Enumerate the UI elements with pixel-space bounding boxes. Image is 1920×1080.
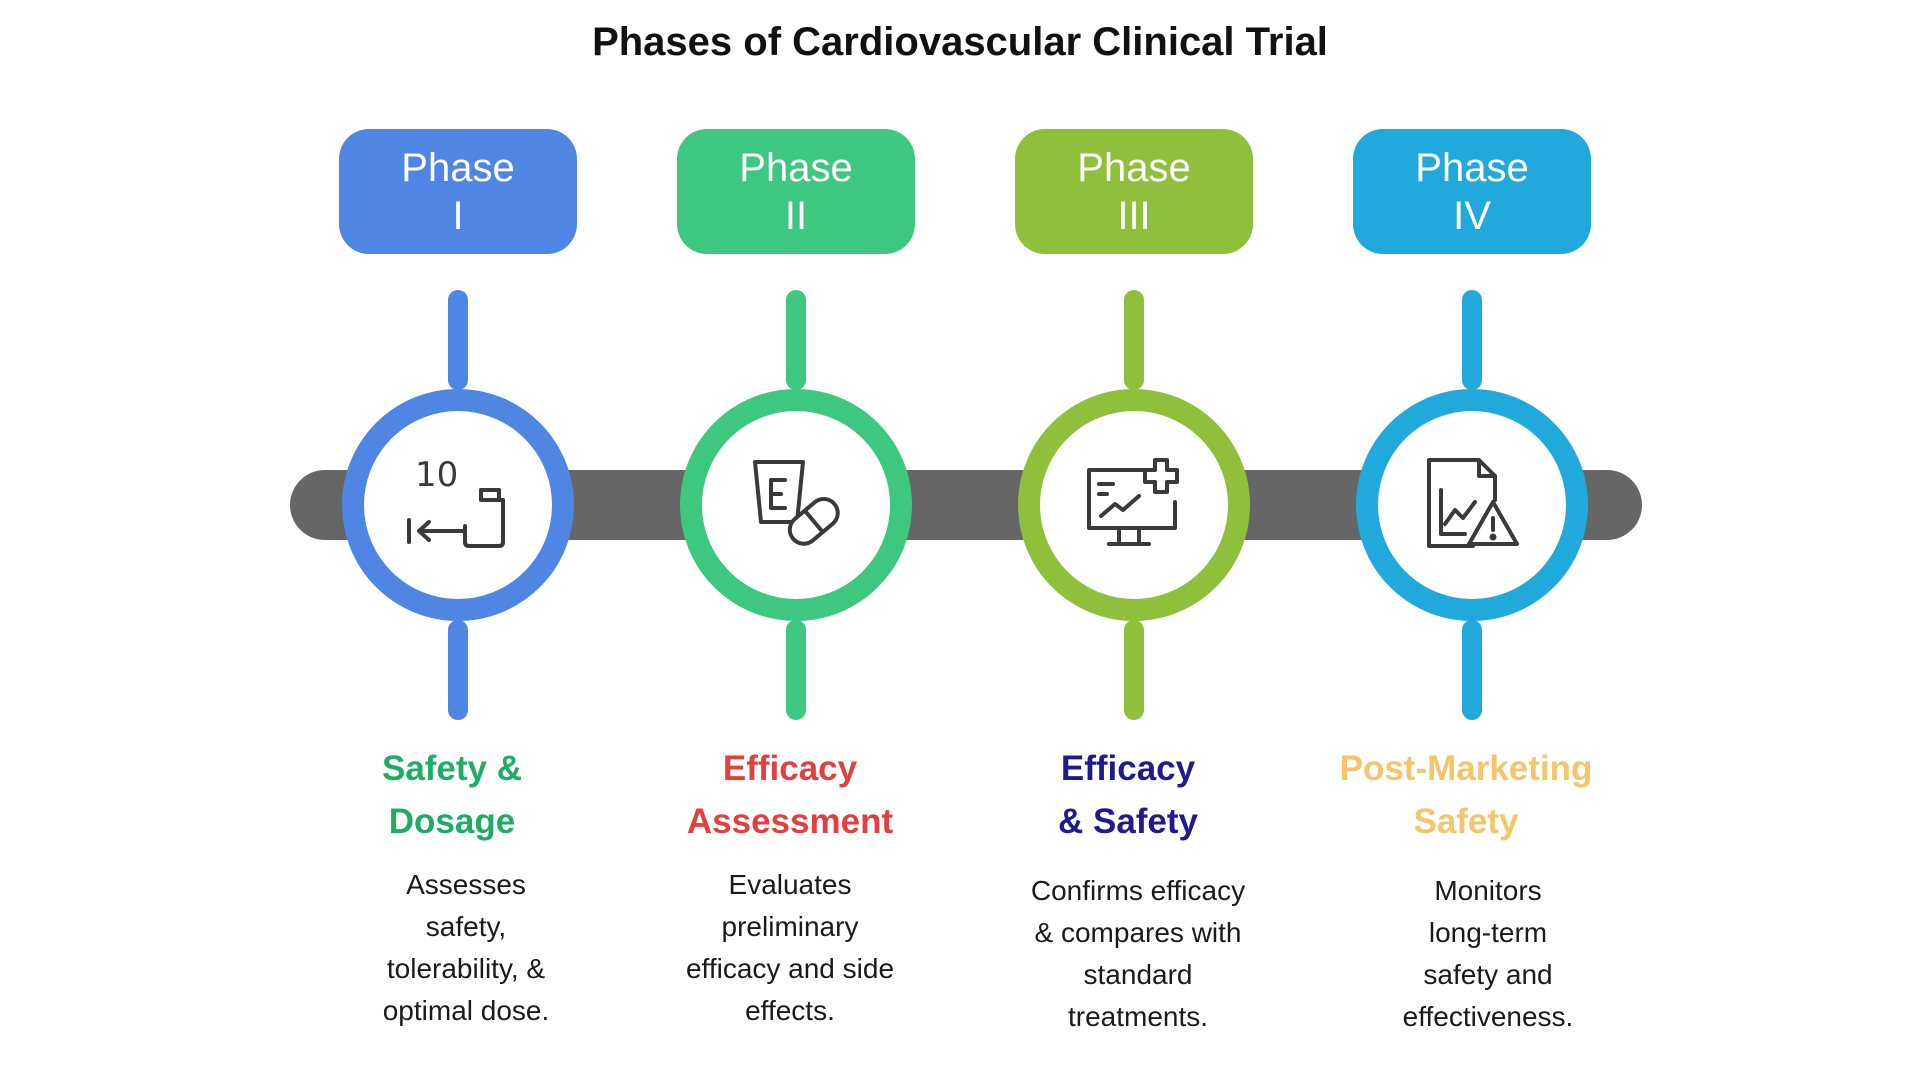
phase-3-heading-line1: Efficacy (1060, 749, 1196, 788)
phase-1-heading-line1: Safety & (381, 749, 523, 788)
phase-1-bottom-stem (448, 620, 468, 720)
phase-2-heading-line1: Efficacy (722, 749, 858, 788)
phase-3-desc-line1: Confirms efficacy (1030, 875, 1246, 906)
phase-2-desc-line1: Evaluates (728, 869, 852, 900)
phase-3-desc-line2: & compares with (1034, 917, 1242, 948)
phase-1-heading: Safety & Dosage (292, 742, 612, 848)
phase-3-heading-line2: & Safety (1057, 802, 1199, 841)
phase-2-top-stem (786, 290, 806, 390)
phase-column-3: Phase III Efficacy & Safety Confirms eff… (968, 0, 1288, 1080)
phase-2-heading: Efficacy Assessment (630, 742, 950, 848)
phase-1-top-stem (448, 290, 468, 390)
phase-2-label-line1: Phase (739, 145, 853, 190)
phase-column-2: Phase II Efficacy Assessment Evaluates p… (630, 0, 950, 1080)
page-title: Phases of Cardiovascular Clinical Trial (592, 20, 1328, 64)
report-warning-icon (1417, 450, 1527, 560)
phase-2-desc-line3: efficacy and side (685, 953, 895, 984)
phase-3-label-line1: Phase (1077, 145, 1191, 190)
phase-1-label-line2: I (452, 193, 464, 238)
phase-4-label-line1: Phase (1415, 145, 1529, 190)
phase-4-desc-line1: Monitors (1434, 875, 1542, 906)
dose-number: 10 (415, 455, 458, 495)
phase-4-ring (1356, 389, 1588, 621)
phase-4-heading-line2: Safety (1413, 802, 1519, 841)
phase-column-1: Phase I 10 Safety & Dosage Assesses safe… (292, 0, 612, 1080)
phase-1-badge: Phase I (339, 129, 577, 254)
phase-3-top-stem (1124, 290, 1144, 390)
phase-3-bottom-stem (1124, 620, 1144, 720)
phase-4-desc-line3: safety and (1423, 959, 1553, 990)
phase-2-heading-line2: Assessment (686, 802, 894, 841)
monitor-chart-plus-icon (1079, 450, 1189, 560)
phase-3-description: Confirms efficacy & compares with standa… (978, 870, 1298, 1038)
phase-4-bottom-stem (1462, 620, 1482, 720)
phase-4-badge: Phase IV (1353, 129, 1591, 254)
cup-and-pill-icon (741, 450, 851, 560)
dose-transfer-icon: 10 (403, 450, 513, 560)
phase-3-heading: Efficacy & Safety (968, 742, 1288, 848)
phase-column-4: Phase IV Post-Marketing Safety Monitors … (1306, 0, 1626, 1080)
phase-1-desc-line4: optimal dose. (382, 995, 550, 1026)
phase-2-desc-line2: preliminary (721, 911, 859, 942)
phase-1-desc-line2: safety, (425, 911, 507, 942)
phase-1-description: Assesses safety, tolerability, & optimal… (306, 864, 626, 1032)
phase-2-desc-line4: effects. (745, 995, 835, 1026)
phase-3-badge: Phase III (1015, 129, 1253, 254)
phase-4-heading: Post-Marketing Safety (1306, 742, 1626, 848)
phase-2-label-line2: II (784, 193, 808, 238)
phase-1-label-line1: Phase (401, 145, 515, 190)
phase-2-ring (680, 389, 912, 621)
phase-4-desc-line2: long-term (1428, 917, 1548, 948)
phase-4-desc-line4: effectiveness. (1402, 1001, 1574, 1032)
phase-3-label-line2: III (1117, 193, 1151, 238)
phase-4-label-line2: IV (1453, 193, 1491, 238)
phase-1-heading-line2: Dosage (388, 802, 516, 841)
phase-3-desc-line3: standard (1083, 959, 1193, 990)
phase-1-desc-line1: Assesses (406, 869, 526, 900)
phase-2-description: Evaluates preliminary efficacy and side … (630, 864, 950, 1032)
phase-1-desc-line3: tolerability, & (386, 953, 546, 984)
phase-1-ring: 10 (342, 389, 574, 621)
phase-3-desc-line4: treatments. (1067, 1001, 1209, 1032)
phase-4-top-stem (1462, 290, 1482, 390)
phase-2-bottom-stem (786, 620, 806, 720)
phase-2-badge: Phase II (677, 129, 915, 254)
phase-4-heading-line1: Post-Marketing (1339, 749, 1593, 788)
phase-3-ring (1018, 389, 1250, 621)
phase-4-description: Monitors long-term safety and effectiven… (1328, 870, 1648, 1038)
